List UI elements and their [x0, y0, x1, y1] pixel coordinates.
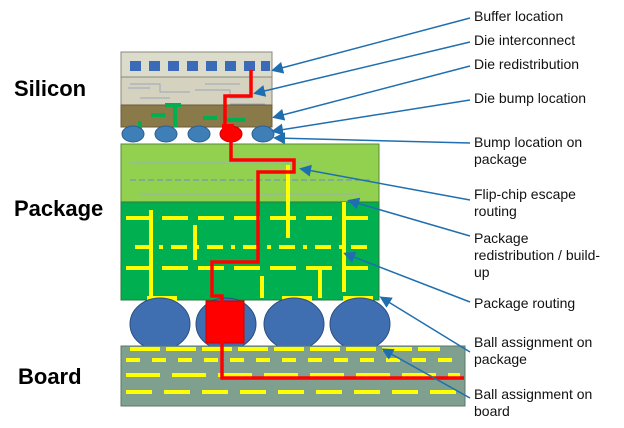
callout-line: package — [474, 351, 527, 367]
buffer-cells — [130, 61, 270, 71]
buffer-cell — [149, 61, 160, 71]
callout-line: Die redistribution — [474, 56, 580, 72]
callout-line: up — [474, 264, 490, 280]
buffer-cell — [225, 61, 236, 71]
solder-balls — [129, 297, 391, 351]
callout-die-interconnect: Die interconnect — [474, 32, 575, 49]
callout-ball-assignment-on-board: Ball assignment on board — [474, 386, 592, 420]
buffer-cell — [130, 61, 141, 71]
die-redistribution-layer — [120, 104, 273, 128]
callout-line: Ball assignment on — [474, 334, 593, 350]
die-bump — [187, 125, 211, 143]
buffer-cell — [187, 61, 198, 71]
leader-lines — [253, 17, 471, 399]
signal-route — [210, 70, 464, 380]
callout-line: Die interconnect — [474, 32, 576, 48]
signal-ball-highlight — [205, 300, 245, 344]
die-interconnect-lines — [128, 83, 265, 105]
leader-die-redistribution — [272, 65, 471, 121]
callout-line: Package routing — [474, 295, 576, 311]
callout-buffer-location: Buffer location — [474, 8, 563, 25]
die-bump — [251, 125, 275, 143]
leader-ball-assignment-on-board — [381, 348, 471, 399]
board-pcb — [120, 345, 466, 407]
callout-line: Ball assignment on — [474, 386, 593, 402]
section-label-package: Package — [14, 196, 104, 221]
die-bump — [154, 125, 178, 143]
callout-die-redistribution: Die redistribution — [474, 56, 579, 73]
section-label-board: Board — [18, 364, 82, 389]
solder-ball — [329, 297, 391, 351]
callout-package-redistribution: Package redistribution / build- up — [474, 230, 600, 281]
buffer-cell — [244, 61, 255, 71]
callout-line: Package — [474, 230, 529, 246]
callout-line: board — [474, 403, 510, 419]
callout-line: routing — [474, 203, 517, 219]
leader-buffer-location — [271, 17, 471, 74]
leader-flip-chip-escape-routing — [299, 164, 471, 201]
leader-die-interconnect — [253, 41, 471, 97]
leader-die-bump-location — [271, 99, 471, 136]
die-bumps — [121, 125, 275, 143]
package-yellow-routing — [126, 165, 370, 298]
leader-ball-assignment-on-package — [379, 296, 471, 353]
leader-package-routing — [343, 251, 471, 303]
buffer-cell — [206, 61, 217, 71]
callout-ball-assignment-on-package: Ball assignment on package — [474, 334, 592, 368]
package-substrate — [120, 143, 380, 301]
callout-line: package — [474, 151, 527, 167]
solder-ball — [129, 297, 191, 351]
callout-die-bump-location: Die bump location — [474, 90, 586, 107]
die-bump-pads — [138, 103, 245, 129]
package-top-layer — [120, 143, 380, 203]
section-label-silicon: Silicon — [14, 76, 87, 101]
callout-bump-location-on-package: Bump location on package — [474, 134, 582, 168]
buffer-cell — [168, 61, 179, 71]
buffer-cell — [261, 61, 270, 71]
leader-package-redistribution — [347, 197, 471, 237]
callout-line: Bump location on — [474, 134, 583, 150]
solder-ball — [263, 297, 325, 351]
callout-line: redistribution / build- — [474, 247, 601, 263]
callout-line: Flip-chip escape — [474, 186, 576, 202]
die-bump — [121, 125, 145, 143]
callout-package-routing: Package routing — [474, 295, 575, 312]
callout-flip-chip-escape-routing: Flip-chip escape routing — [474, 186, 576, 220]
leader-bump-location-on-package — [273, 132, 471, 145]
callout-line: Buffer location — [474, 8, 564, 24]
signal-via — [222, 124, 234, 136]
callout-line: Die bump location — [474, 90, 587, 106]
